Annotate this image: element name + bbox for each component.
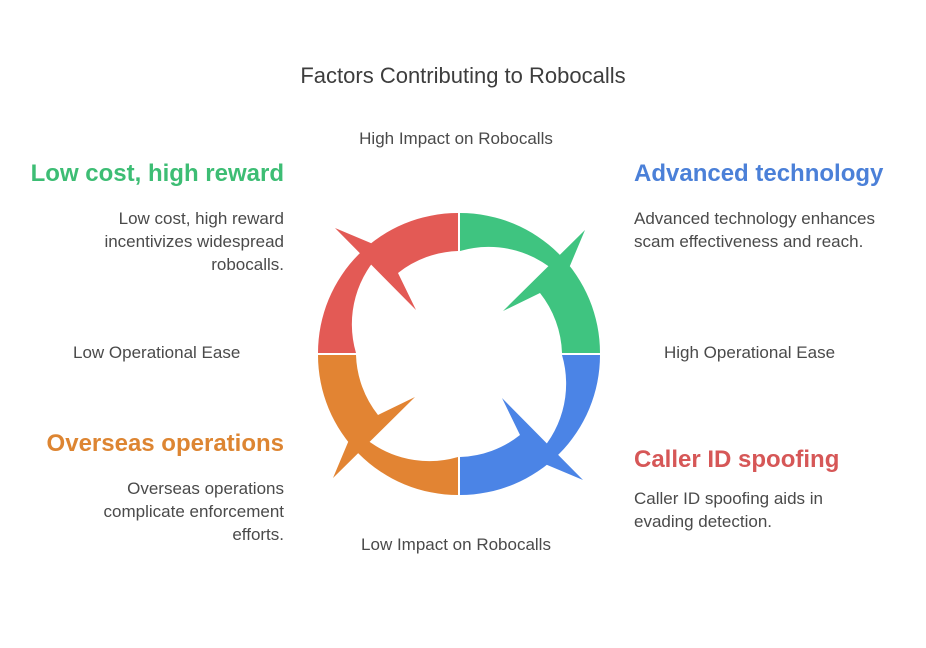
axis-label-bottom: Low Impact on Robocalls [361, 535, 551, 554]
heading-low-cost-high-reward: Low cost, high reward [30, 160, 284, 187]
segment-bottom-right-arrow [460, 355, 600, 495]
segment-bottom-left-arrow [318, 355, 458, 495]
segment-top-right-arrow [460, 213, 600, 353]
heading-caller-id-spoofing: Caller ID spoofing [634, 446, 840, 473]
axis-label-top: High Impact on Robocalls [359, 129, 553, 148]
heading-advanced-technology: Advanced technology [634, 160, 884, 187]
description-advanced-technology: Advanced technology enhances scam effect… [634, 209, 876, 251]
description-low-cost-high-reward: Low cost, high reward incentivizes wides… [104, 209, 284, 274]
segment-top-left-arrow [318, 213, 458, 353]
axis-label-left: Low Operational Ease [73, 343, 241, 362]
axis-label-right: High Operational Ease [664, 343, 836, 362]
diagram-title: Factors Contributing to Robocalls [300, 63, 626, 88]
description-overseas-operations: Overseas operations complicate enforceme… [103, 479, 284, 544]
heading-overseas-operations: Overseas operations [46, 430, 284, 457]
description-caller-id-spoofing: Caller ID spoofing aids in evading detec… [634, 489, 823, 531]
